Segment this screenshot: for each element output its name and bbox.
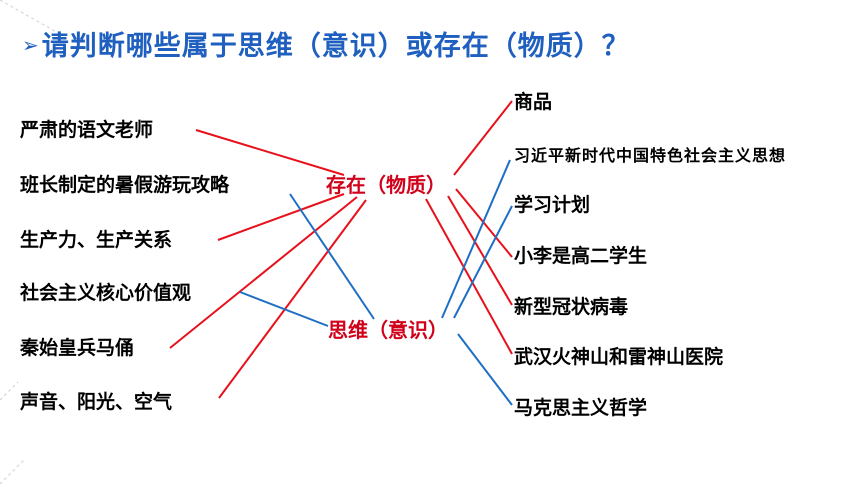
corner-decoration-bottom-left: [0, 381, 25, 484]
left-item-core-values: 社会主义核心价值观: [20, 282, 192, 304]
arrow-bullet-icon: ➢: [22, 33, 40, 57]
right-item-xi-thought: 习近平新时代中国特色社会主义思想: [514, 146, 787, 165]
line-existence-teacher: [195, 129, 345, 176]
line-existence-commodity: [453, 100, 513, 176]
page-title: ➢请判断哪些属于思维（意识）或存在（物质）？: [22, 24, 630, 63]
right-item-study-plan: 学习计划: [514, 194, 591, 216]
right-item-marxism: 马克思主义哲学: [514, 397, 648, 419]
left-item-sound-light-air: 声音、阳光、空气: [20, 391, 173, 413]
line-existence-terracotta: [169, 196, 358, 349]
line-existence-sound-light-air: [218, 199, 367, 399]
line-thought-study-plan: [453, 205, 513, 319]
left-item-productive-forces: 生产力、生产关系: [20, 229, 173, 251]
center-thought: 思维（意识）: [328, 318, 448, 342]
line-existence-virus: [447, 195, 513, 306]
left-item-strategy: 班长制定的暑假游玩攻略: [20, 174, 230, 196]
right-item-virus: 新型冠状病毒: [514, 296, 629, 318]
left-item-terracotta: 秦始皇兵马俑: [20, 337, 135, 359]
center-existence: 存在（物质）: [326, 173, 446, 197]
right-item-commodity: 商品: [514, 91, 553, 113]
right-item-xiaoli: 小李是高二学生: [514, 245, 648, 267]
line-existence-xiaoli: [455, 188, 513, 258]
line-thought-strategy: [289, 193, 375, 320]
title-text: 请判断哪些属于思维（意识）或存在（物质）？: [41, 31, 630, 62]
right-item-hospitals: 武汉火神山和雷神山医院: [514, 346, 724, 368]
line-thought-core-values: [239, 291, 329, 327]
left-item-teacher: 严肃的语文老师: [20, 119, 154, 141]
line-existence-hospitals: [425, 198, 513, 355]
line-thought-xi-thought: [441, 159, 511, 319]
line-thought-marxism: [457, 333, 513, 406]
line-existence-productive-forces: [217, 193, 345, 241]
